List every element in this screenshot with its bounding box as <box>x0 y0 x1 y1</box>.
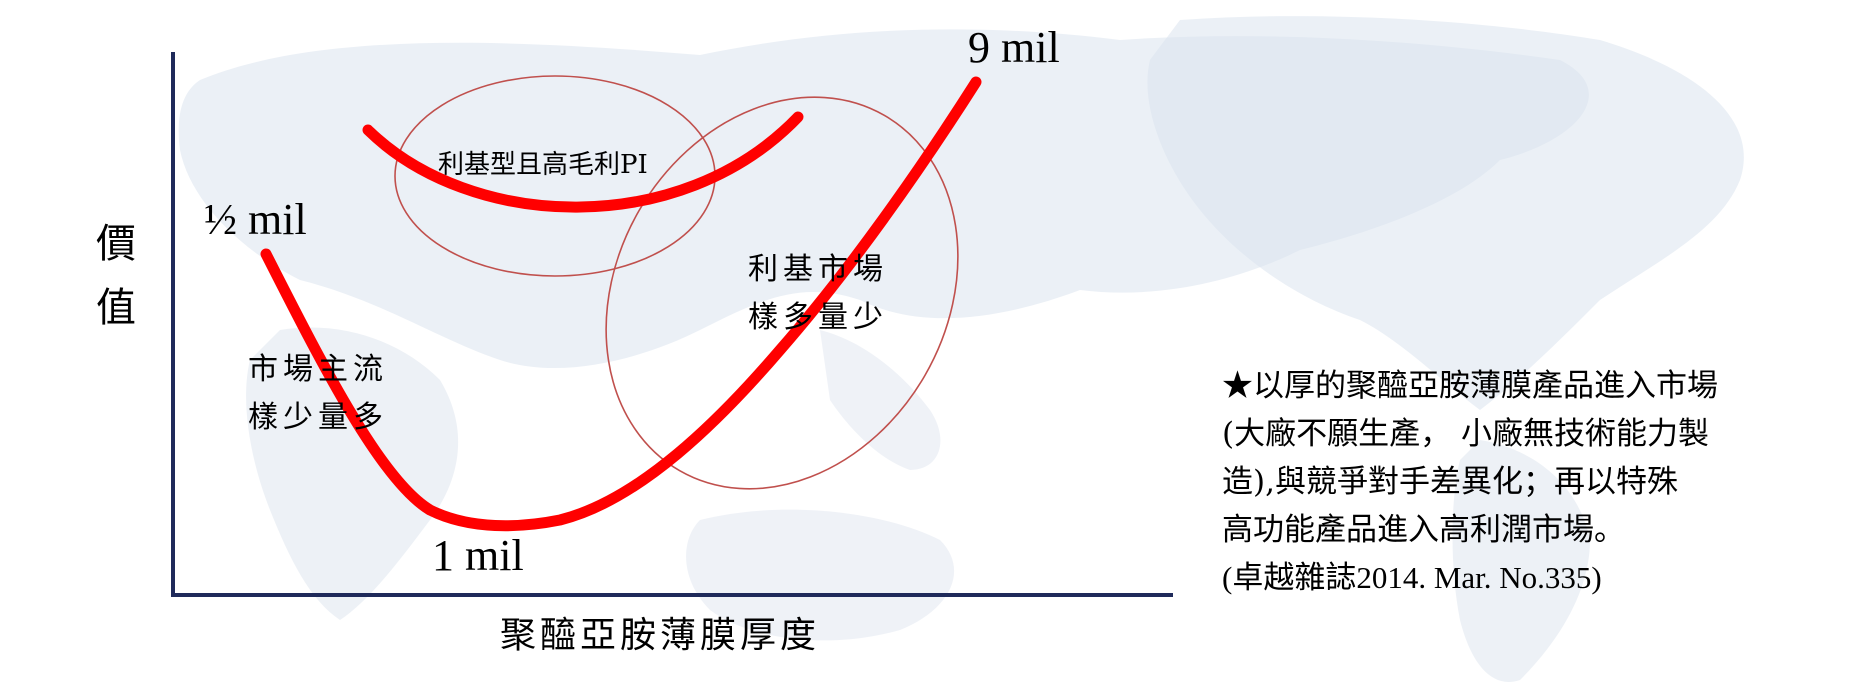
niche-line: 樣多量少 <box>748 300 888 335</box>
niche-market-ellipse <box>605 96 959 490</box>
pi-curve <box>362 111 804 213</box>
thickness-value-curve <box>260 76 982 532</box>
mainstream-market-label: 市場主流 樣少量多 <box>248 346 388 442</box>
x-axis-label: 聚醯亞胺薄膜厚度 <box>500 615 821 656</box>
label-half-mil: ½ mil <box>204 195 307 244</box>
label-1-mil: 1 mil <box>432 531 524 580</box>
niche-line: 利基市場 <box>748 252 888 287</box>
note-line: ★以厚的聚醯亞胺薄膜產品進入市場 <box>1222 368 1718 404</box>
note-line: 高功能產品進入高利潤市場。 <box>1222 512 1625 548</box>
mainstream-line: 樣少量多 <box>248 400 388 435</box>
map-landmass-asia-islands <box>820 330 941 470</box>
y-axis-label-char: 價 <box>96 221 136 267</box>
niche-market-label: 利基市場 樣多量少 <box>748 246 888 342</box>
note-line: (大廠不願生產， 小廠無技術能力製 <box>1222 416 1709 452</box>
mainstream-line: 市場主流 <box>248 352 388 387</box>
note-source: (卓越雜誌2014. Mar. No.335) <box>1222 560 1602 595</box>
y-axis-label: 價 值 <box>96 212 136 340</box>
y-axis-label-char: 值 <box>96 285 136 331</box>
map-landmass-africa <box>246 327 459 620</box>
note-line: 造),與競爭對手差異化；再以特殊 <box>1222 464 1678 500</box>
label-9-mil: 9 mil <box>968 23 1060 72</box>
map-landmass-south-america <box>1452 440 1590 682</box>
map-landmass-australia <box>686 509 955 641</box>
map-landmass-north-america <box>1147 16 1744 410</box>
strategy-note: ★以厚的聚醯亞胺薄膜產品進入市場 (大廠不願生產， 小廠無技術能力製 造),與競… <box>1222 362 1862 602</box>
high-margin-pi-label: 利基型且高毛利PI <box>438 150 648 180</box>
